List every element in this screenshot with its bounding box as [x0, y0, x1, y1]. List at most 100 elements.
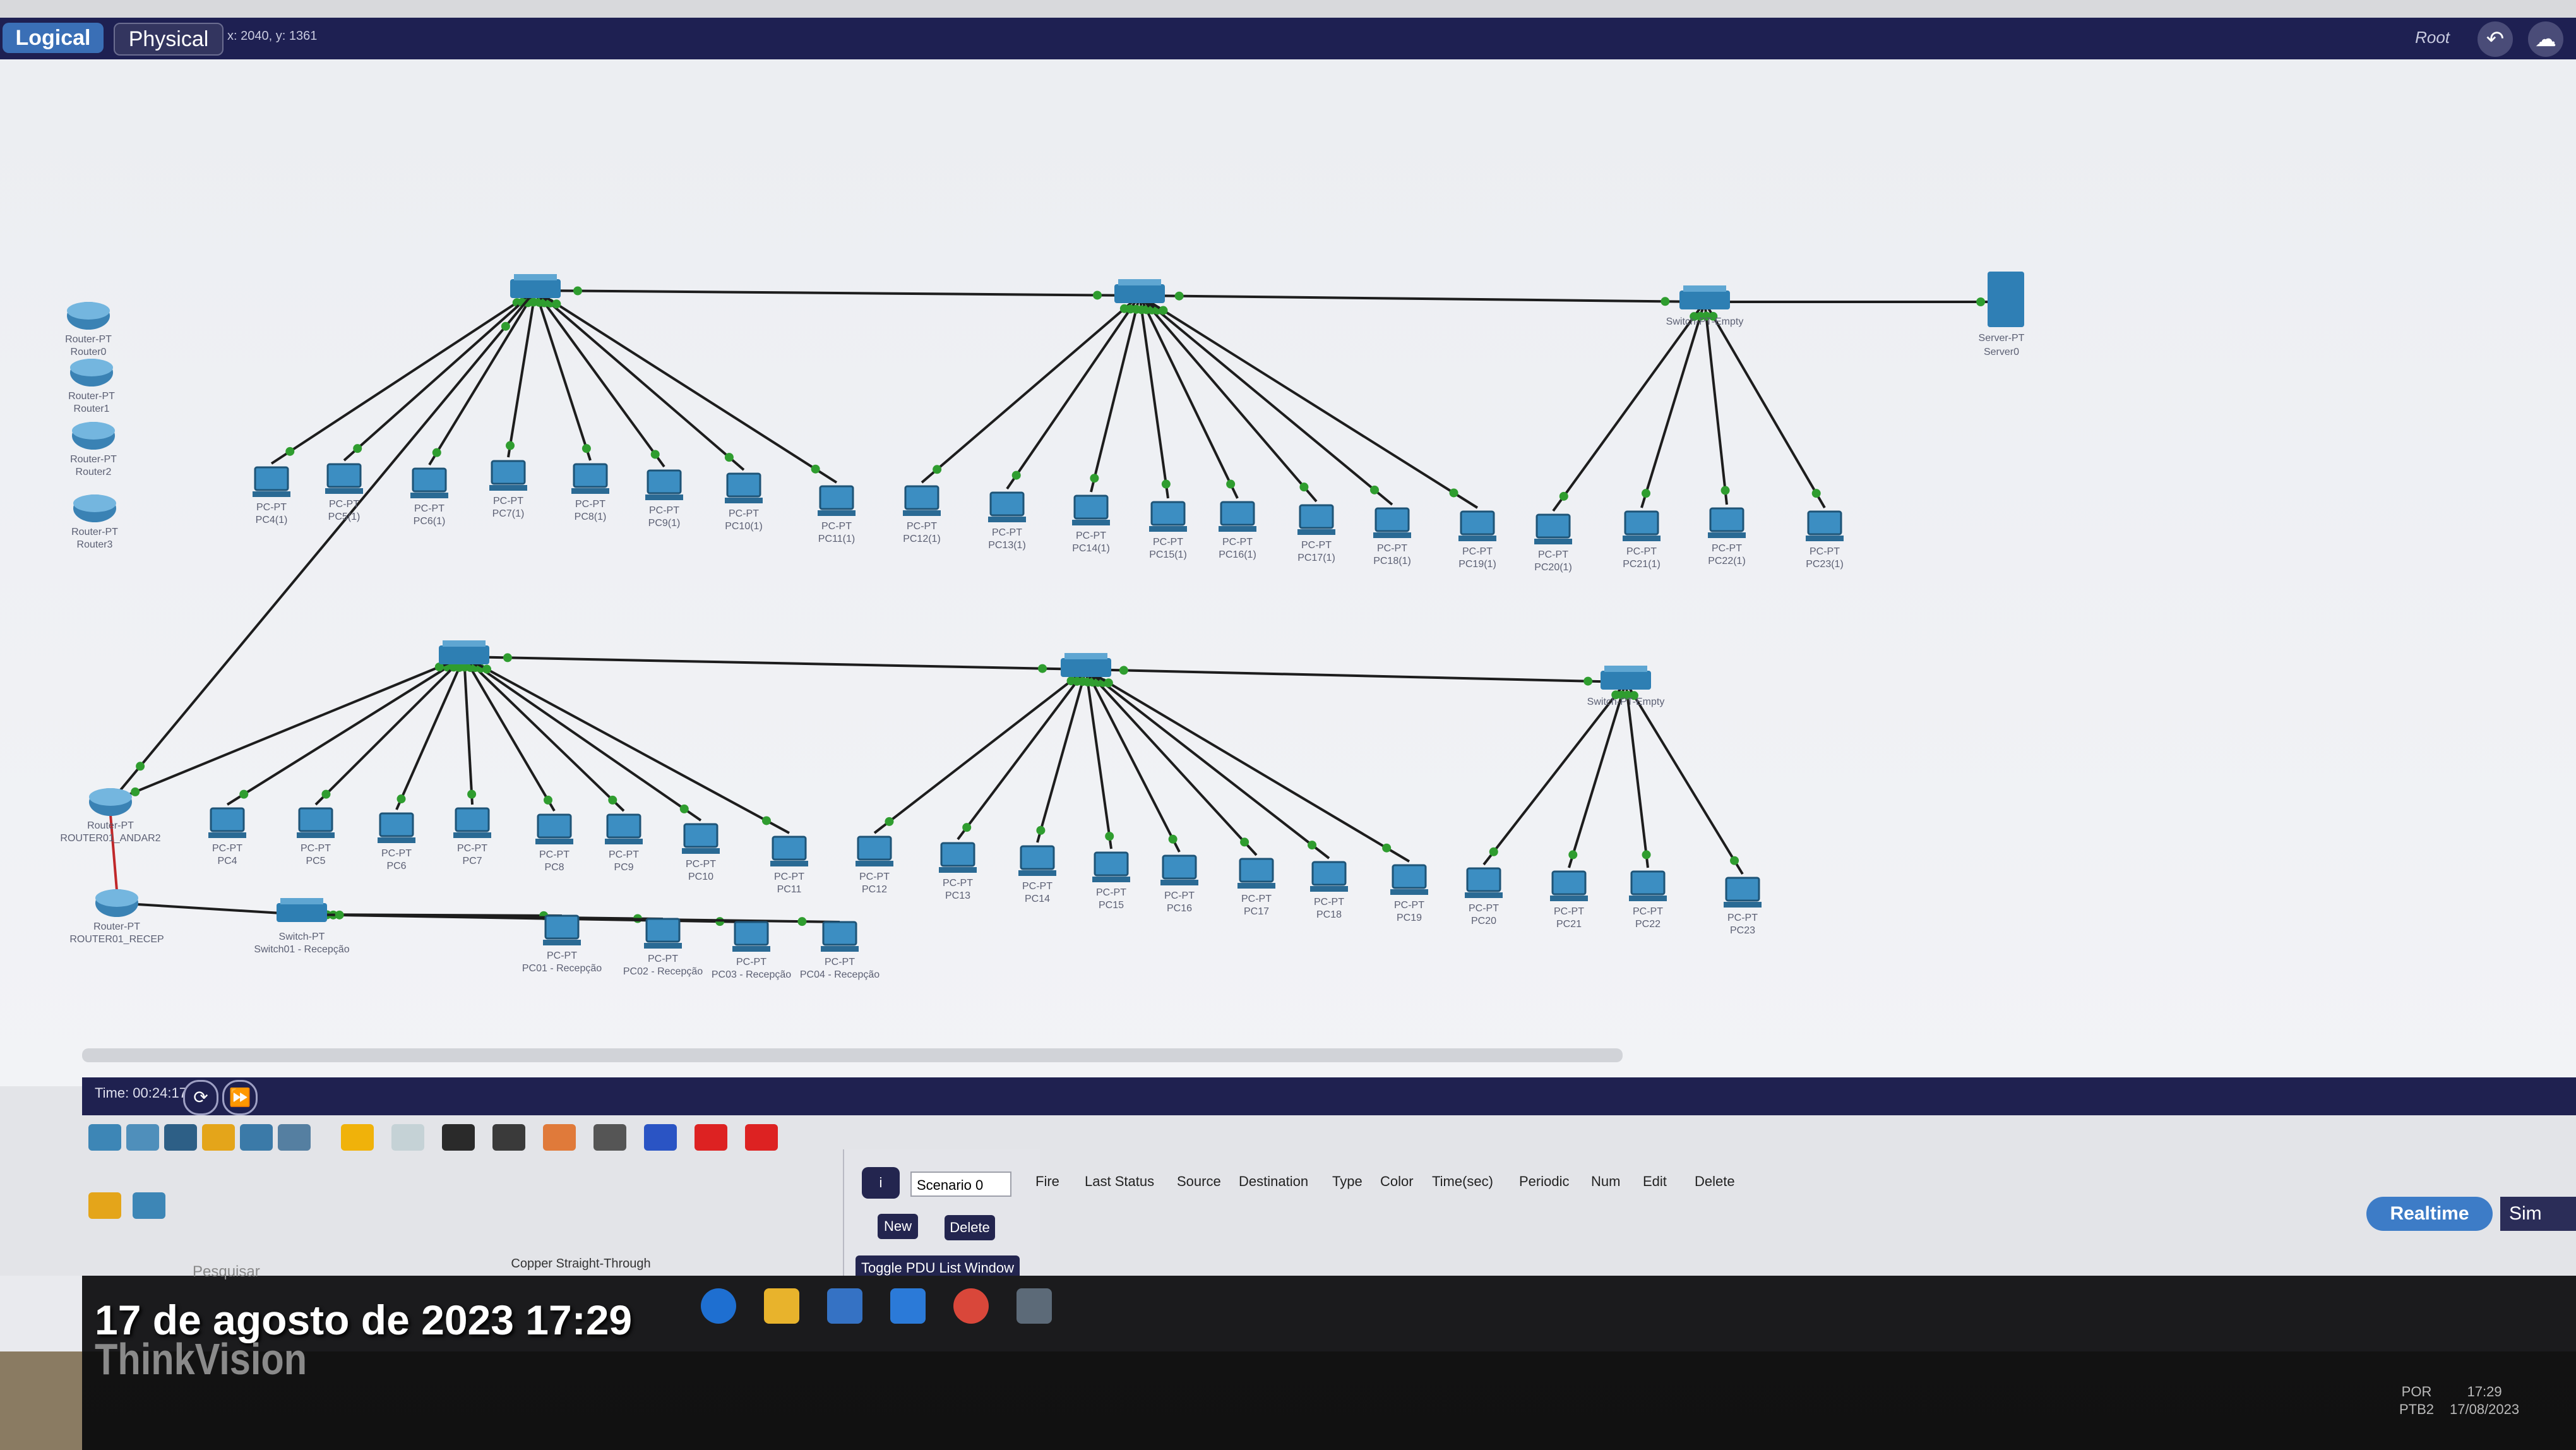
- device-name-label: Router1: [74, 404, 110, 414]
- link-light: [1730, 856, 1739, 865]
- device-type-label: Router-PT: [65, 334, 112, 345]
- power-cycle-icon[interactable]: ⟳: [183, 1080, 218, 1115]
- serial-dce-cable-icon[interactable]: [695, 1124, 727, 1151]
- device-type-label: PC-PT: [212, 843, 242, 854]
- link-cable: [1703, 301, 1826, 509]
- multiuser-icon[interactable]: [278, 1124, 311, 1151]
- device-name-label: Server0: [1984, 347, 2019, 357]
- device-name-label: PC18(1): [1373, 556, 1411, 566]
- link-cable: [343, 289, 537, 462]
- pc-icon: [543, 914, 581, 945]
- link-cable: [1625, 681, 1649, 868]
- device-type-label: PC-PT: [1626, 546, 1657, 557]
- new-scenario-button[interactable]: New: [878, 1214, 918, 1239]
- brand-logo: ThinkVision: [95, 1334, 307, 1384]
- link-cable: [1552, 301, 1706, 512]
- link-light: [432, 448, 441, 457]
- device-name-label: PC13(1): [988, 540, 1026, 551]
- store-icon[interactable]: [827, 1288, 862, 1324]
- link-cable: [921, 294, 1141, 484]
- link-cable: [395, 656, 465, 810]
- link-light: [1708, 311, 1718, 321]
- console-cable-icon[interactable]: [391, 1124, 424, 1151]
- device-name-label: PC12: [862, 884, 887, 895]
- coaxial-cable-icon[interactable]: [644, 1124, 677, 1151]
- cluster-icon[interactable]: ☁: [2528, 21, 2563, 57]
- switch-icon: [1601, 666, 1651, 690]
- device-type-label: PC-PT: [992, 527, 1022, 538]
- device-type-label: PC-PT: [256, 502, 287, 513]
- link-light: [1449, 488, 1458, 498]
- pc-icon: [410, 467, 448, 498]
- realtime-mode-button[interactable]: Realtime: [2366, 1197, 2493, 1231]
- info-icon[interactable]: i: [862, 1167, 900, 1199]
- pc-icon: [1219, 501, 1256, 532]
- device-name-label: PC14(1): [1072, 543, 1110, 554]
- packet-tracer-icon[interactable]: [1017, 1288, 1052, 1324]
- link-cable: [1138, 295, 1239, 499]
- device-name-label: PC13: [945, 890, 970, 901]
- file-explorer-icon[interactable]: [764, 1288, 799, 1324]
- link-light: [573, 286, 582, 296]
- link-light: [1690, 312, 1699, 321]
- device-type-label: PC-PT: [329, 499, 359, 510]
- phone-cable-icon[interactable]: [593, 1124, 626, 1151]
- pc-icon: [856, 836, 893, 866]
- device-name-label: PC22: [1635, 919, 1661, 930]
- straight-through-cable-icon[interactable]: [442, 1124, 475, 1151]
- link-light: [581, 444, 591, 453]
- scenario-select[interactable]: Scenario 0: [910, 1171, 1011, 1197]
- pc-icon: [1623, 510, 1661, 541]
- components-icon[interactable]: [164, 1124, 197, 1151]
- root-label: Root: [2415, 28, 2450, 47]
- chrome-icon[interactable]: [953, 1288, 989, 1324]
- serial-dte-cable-icon[interactable]: [745, 1124, 778, 1151]
- horizontal-scrollbar[interactable]: [82, 1048, 1623, 1062]
- pc-icon: [1149, 501, 1187, 532]
- link-cable: [1703, 301, 1728, 505]
- link-cable: [1640, 301, 1706, 508]
- mail-icon[interactable]: [890, 1288, 926, 1324]
- taskbar-search-input[interactable]: Pesquisar: [193, 1263, 260, 1280]
- link-light: [503, 653, 512, 662]
- console-icon[interactable]: [133, 1192, 165, 1219]
- link-light: [335, 910, 344, 920]
- delete-scenario-button[interactable]: Delete: [945, 1215, 995, 1240]
- cable-type-label: Copper Straight-Through: [511, 1257, 651, 1271]
- fast-forward-icon[interactable]: ⏩: [222, 1080, 258, 1115]
- physical-view-button[interactable]: Physical: [114, 23, 224, 56]
- link-cable: [534, 289, 665, 468]
- link-cable: [110, 656, 465, 803]
- logical-view-button[interactable]: Logical: [3, 23, 104, 53]
- auto-connection-icon[interactable]: [88, 1192, 121, 1219]
- device-name-label: Router3: [77, 539, 113, 550]
- logical-workspace[interactable]: [0, 59, 2576, 1095]
- pc-icon: [1806, 510, 1844, 541]
- auto-cable-icon[interactable]: [341, 1124, 374, 1151]
- device-type-label: Router-PT: [68, 391, 115, 402]
- device-name-label: Router2: [76, 467, 112, 477]
- fiber-cable-icon[interactable]: [543, 1124, 576, 1151]
- link-light: [1104, 678, 1113, 688]
- link-light: [1629, 691, 1638, 700]
- misc-icon[interactable]: [240, 1124, 273, 1151]
- edge-icon[interactable]: [701, 1288, 736, 1324]
- pc-icon: [1160, 854, 1198, 885]
- pc-icon: [821, 921, 859, 952]
- cursor-coordinates: x: 2040, y: 1361: [227, 29, 318, 43]
- windows-taskbar: [82, 1276, 2576, 1351]
- connections-icon[interactable]: [202, 1124, 235, 1151]
- link-light: [1811, 489, 1821, 498]
- link-cable: [1625, 681, 1744, 875]
- network-devices-icon[interactable]: [88, 1124, 121, 1151]
- device-type-label: PC-PT: [859, 872, 890, 882]
- device-type-label: PC-PT: [1153, 537, 1183, 548]
- crossover-cable-icon[interactable]: [492, 1124, 525, 1151]
- simulation-mode-button[interactable]: Sim: [2500, 1197, 2576, 1231]
- switch-icon: [1061, 653, 1111, 677]
- back-icon[interactable]: ↶: [2478, 21, 2513, 57]
- link-light: [1382, 843, 1392, 853]
- end-devices-icon[interactable]: [126, 1124, 159, 1151]
